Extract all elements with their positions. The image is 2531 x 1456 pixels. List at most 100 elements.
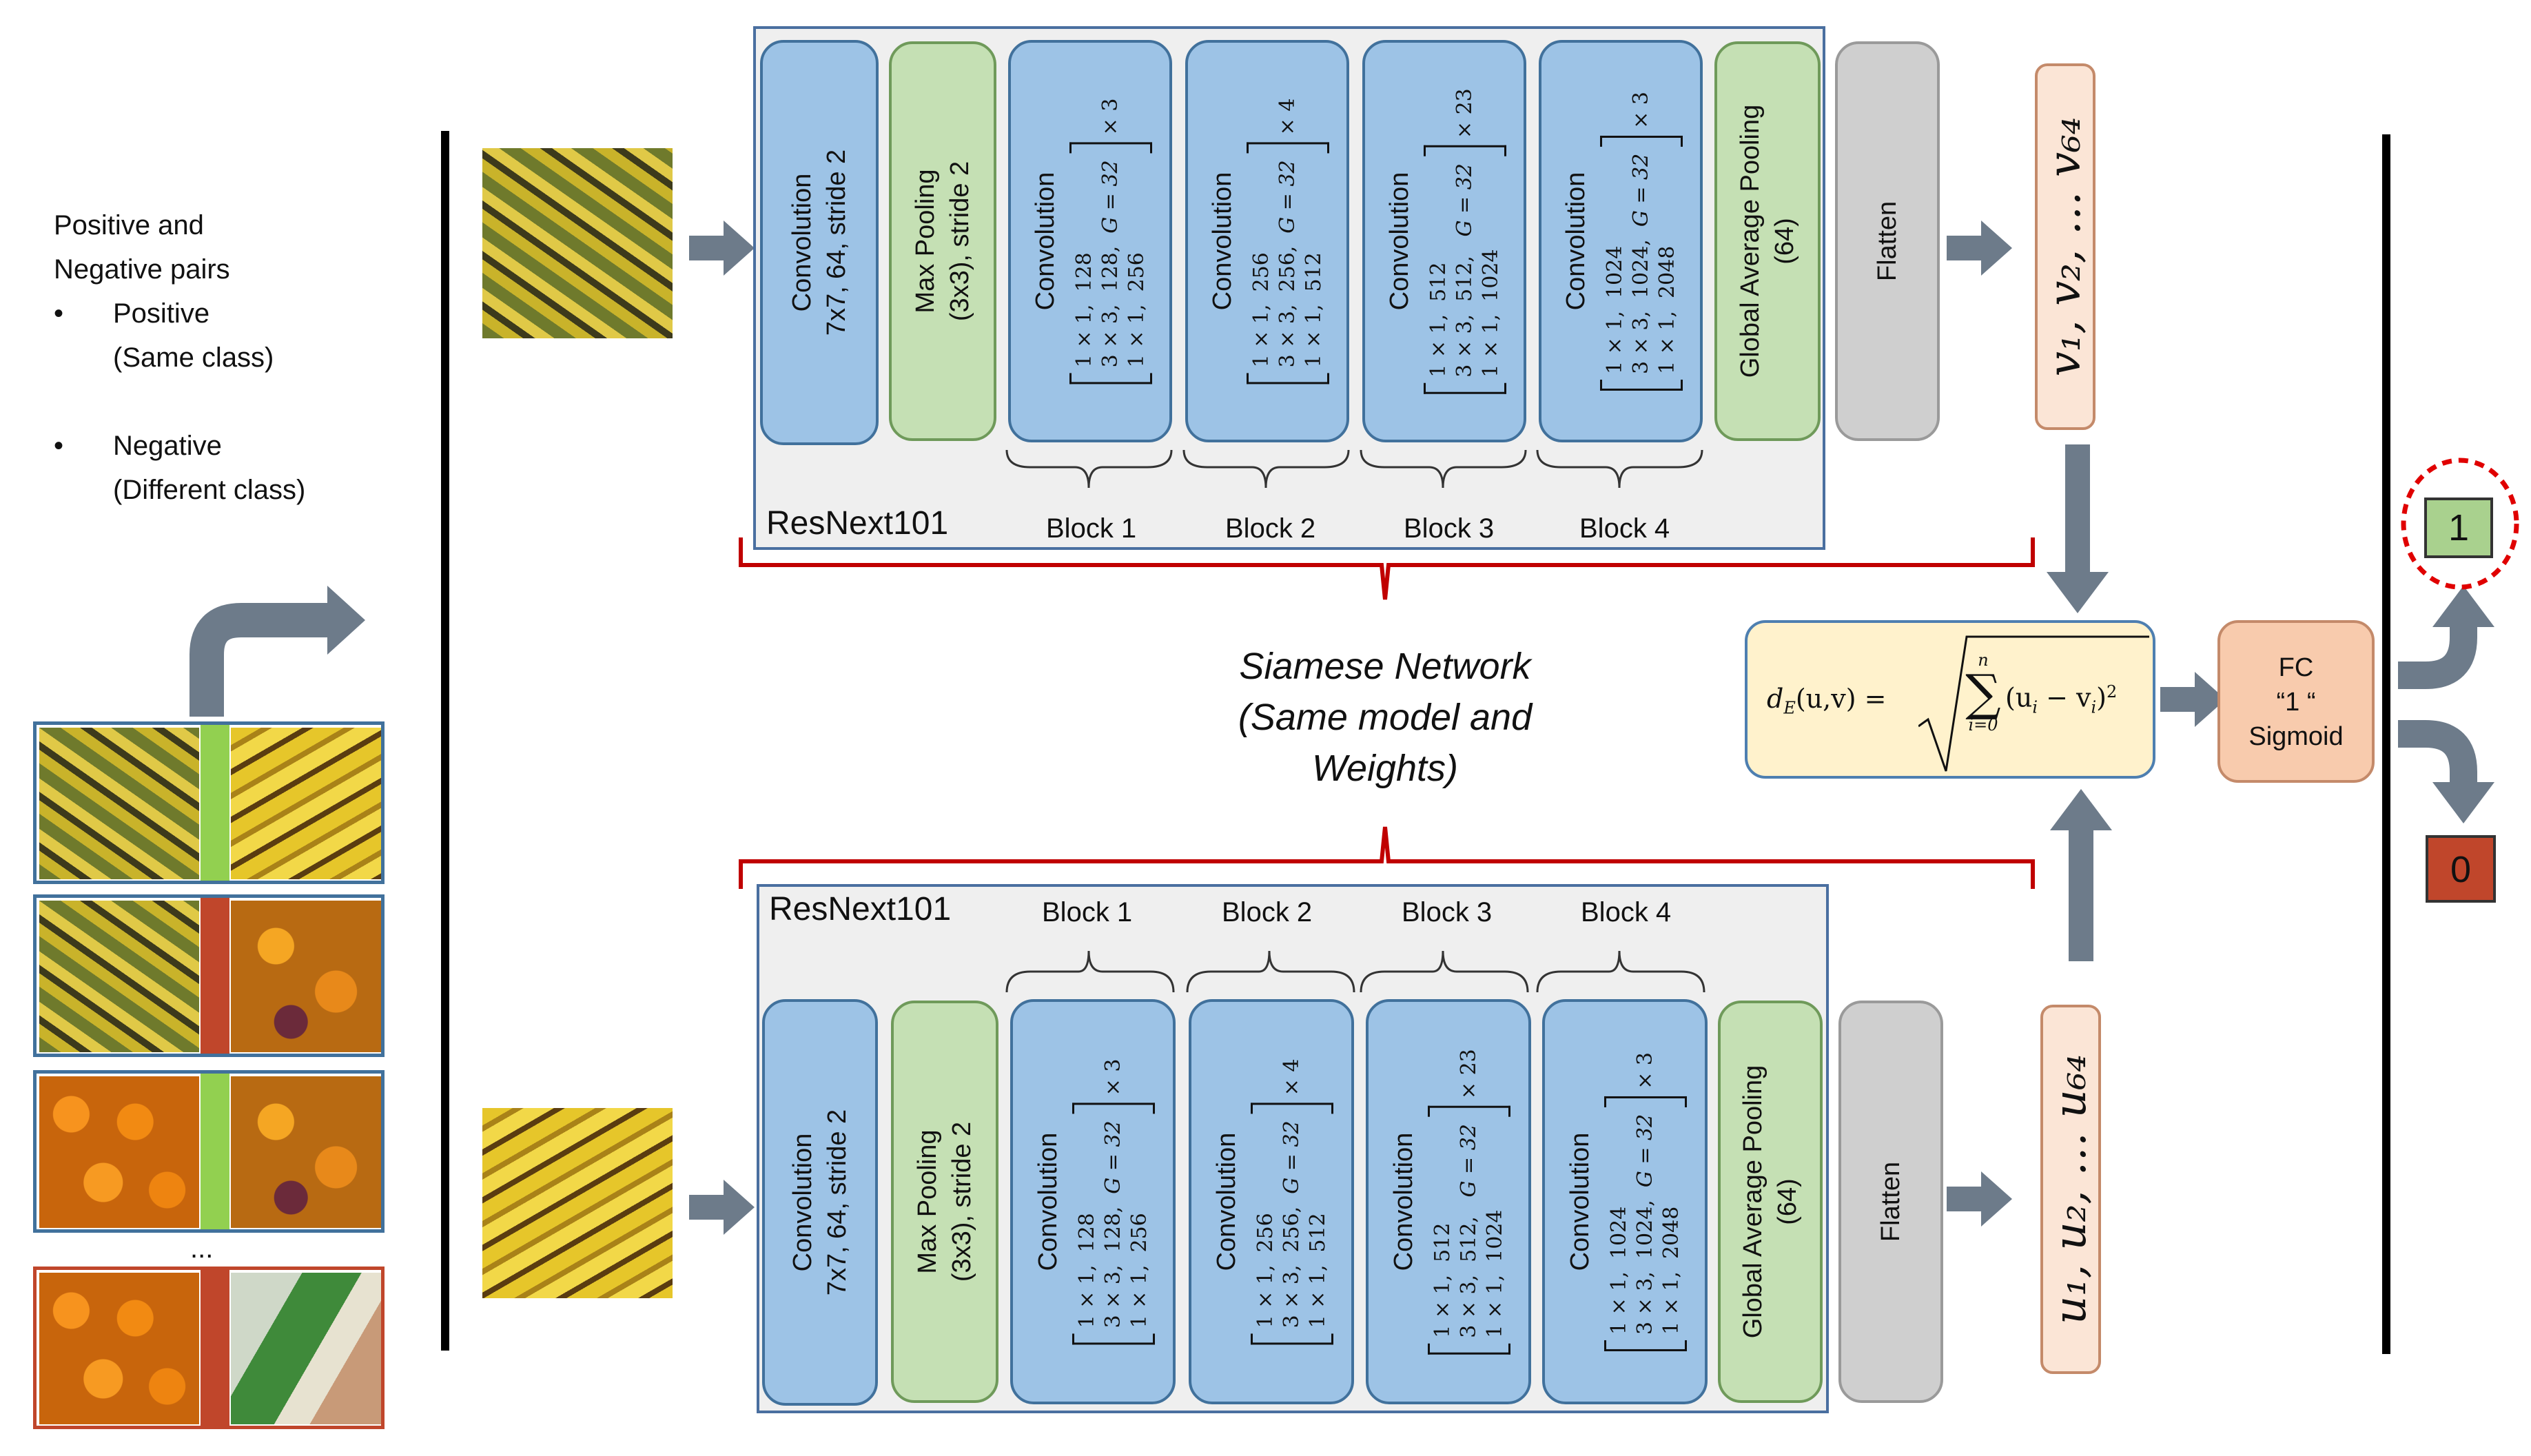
kernel-row: 1 × 1, xyxy=(1431,1274,1455,1338)
siamese-caption-line-3: Weights) xyxy=(1311,748,1459,789)
kernel-row: 3 × 3, xyxy=(1098,304,1123,368)
conv1-params: 7x7, 64, stride 2 xyxy=(823,1109,852,1296)
conv-label: Convolution xyxy=(1208,172,1237,311)
repeat-count: × 4 xyxy=(1280,1058,1304,1096)
channel-value: 1024 xyxy=(1607,1206,1631,1260)
siamese-caption: Siamese Network (Same model and Weights) xyxy=(1171,641,1599,794)
formula-sub-e: E xyxy=(1783,698,1796,718)
conv-label: Convolution xyxy=(1561,172,1590,311)
channel-value: 128, xyxy=(1101,1206,1125,1253)
channel-value: 256 xyxy=(1127,1213,1151,1253)
block-label: Block 4 xyxy=(1581,897,1672,927)
conv1-label: Convolution xyxy=(788,1133,817,1272)
orange-photo xyxy=(39,1273,199,1424)
channel-value: 128 xyxy=(1072,252,1096,292)
sum-upper-limit: n xyxy=(1978,650,1989,670)
selected-output-highlight xyxy=(2401,458,2519,590)
kernel-row: 1 × 1, xyxy=(1075,1264,1099,1329)
image-pair-positive-1 xyxy=(33,721,385,884)
channel-value: 1024, xyxy=(1629,239,1653,299)
group-value: G = 32 xyxy=(1101,1120,1125,1194)
gap-layer-top: Global Average Pooling(64) xyxy=(1714,41,1821,441)
flatten-label: Flatten xyxy=(1873,201,1902,282)
arrow-right-icon xyxy=(1947,221,2012,276)
negative-strip xyxy=(201,1270,229,1426)
orange-photo xyxy=(231,1076,381,1228)
formula-body-v: − v xyxy=(2038,682,2091,713)
block-label: Block 2 xyxy=(1222,897,1313,927)
kernel-row: 1 × 1, xyxy=(1072,304,1096,368)
bullet-dot: • xyxy=(54,298,64,329)
channel-value: 256 xyxy=(1125,252,1149,292)
kernel-row: 1 × 1, xyxy=(1603,311,1627,374)
channel-value: 256 xyxy=(1249,252,1273,292)
arrow-right-icon xyxy=(2160,672,2226,727)
orange-photo xyxy=(39,1076,199,1228)
gap-label: Global Average Pooling xyxy=(1736,104,1765,378)
group-value: G = 32 xyxy=(1633,1114,1657,1188)
block-label: Block 1 xyxy=(1042,897,1133,927)
kernel-row: 1 × 1, xyxy=(1249,304,1273,368)
repeat-count: × 4 xyxy=(1275,98,1300,136)
repeat-count: × 3 xyxy=(1101,1058,1125,1096)
kernel-row: 3 × 3, xyxy=(1633,1271,1657,1335)
intro-line-1: Positive and xyxy=(54,210,204,240)
repeat-count: × 23 xyxy=(1453,88,1477,139)
channel-value: 2048 xyxy=(1655,245,1679,299)
siamese-caption-line-1: Siamese Network xyxy=(1239,646,1531,687)
repeat-count: × 3 xyxy=(1098,98,1123,136)
embedding-vector-v: v₁, v₂, … v₆₄ xyxy=(2035,63,2095,430)
bullet-positive-label: Positive xyxy=(113,298,210,329)
channel-value: 256 xyxy=(1253,1213,1278,1253)
kernel-row: 1 × 1, xyxy=(1479,314,1503,378)
kernel-row: 1 × 1, xyxy=(1483,1274,1507,1338)
channel-value: 128, xyxy=(1098,245,1123,292)
siamese-caption-line-2: (Same model and xyxy=(1238,697,1533,738)
flatten-layer-bottom: Flatten xyxy=(1838,1001,1943,1403)
kernel-row: 3 × 3, xyxy=(1275,304,1300,368)
kernel-row: 1 × 1, xyxy=(1655,311,1679,374)
repeat-count: × 23 xyxy=(1457,1049,1481,1100)
channel-value: 512 xyxy=(1302,252,1326,292)
network-name-top: ResNext101 xyxy=(766,505,949,542)
channel-value: 512, xyxy=(1457,1216,1481,1262)
vector-u-label: u₁, u₂, … u₆₄ xyxy=(2045,1054,2096,1324)
conv-label: Convolution xyxy=(1031,172,1060,311)
sum-symbol: n ∑ i=0 xyxy=(1963,650,2004,735)
banana-photo xyxy=(39,728,199,879)
block-label: Block 1 xyxy=(1046,513,1137,544)
kernel-row: 3 × 3, xyxy=(1629,311,1653,374)
formula-body-u: (u xyxy=(2005,682,2033,713)
fc-sigmoid-layer: FC “1 “ Sigmoid xyxy=(2217,620,2375,783)
sum-lower-limit: i=0 xyxy=(1968,715,1998,735)
maxpool-label: Max Pooling xyxy=(913,1129,942,1274)
intro-line-2: Negative pairs xyxy=(54,254,230,285)
image-pair-positive-2 xyxy=(33,1070,385,1233)
bullet-negative-sub: (Different class) xyxy=(113,475,306,505)
conv1-label: Convolution xyxy=(788,173,817,312)
group-value: G = 32 xyxy=(1280,1120,1304,1194)
bullet-negative: • Negative xyxy=(54,424,305,468)
bullet-positive: • Positive xyxy=(54,291,305,336)
output-positive-box: 1 xyxy=(2424,498,2493,558)
channel-value: 2048 xyxy=(1659,1206,1683,1260)
channel-value: 1024 xyxy=(1603,245,1627,299)
formula-close: ) xyxy=(2096,682,2107,713)
block-label: Block 3 xyxy=(1402,897,1493,927)
arrow-up-icon xyxy=(2050,789,2112,961)
channel-value: 512 xyxy=(1306,1213,1330,1253)
group-value: G = 32 xyxy=(1098,160,1123,234)
pairs-ellipsis: ... xyxy=(190,1233,214,1264)
bullet-negative-label: Negative xyxy=(113,431,222,461)
output-arrow-down-icon xyxy=(2398,720,2494,823)
conv-label: Convolution xyxy=(1566,1132,1595,1271)
kernel-row: 1 × 1, xyxy=(1659,1271,1683,1335)
bullet-positive-sub: (Same class) xyxy=(113,342,274,373)
siamese-brace-top xyxy=(739,537,2035,600)
gap-layer-bottom: Global Average Pooling(64) xyxy=(1718,1001,1823,1403)
